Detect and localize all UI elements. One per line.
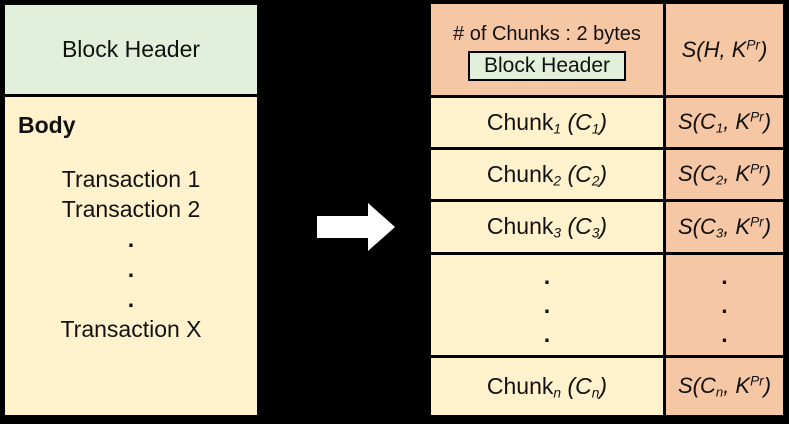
ellipsis-dot: . <box>543 262 551 289</box>
flow-arrow-icon <box>317 203 395 251</box>
ellipsis-dot: . <box>127 226 135 252</box>
ellipsis-cell-signatures: . . . <box>666 255 783 355</box>
ellipsis-dot: . <box>721 262 728 289</box>
chunk-label: Chunkn (Cn) <box>486 372 608 401</box>
block-header-chip-label: Block Header <box>483 54 611 77</box>
chunk-label: Chunk2 (C2) <box>486 160 608 189</box>
signature-text: S(H, KPr) <box>681 36 768 62</box>
ellipsis-dot: . <box>543 320 551 347</box>
signature-cell-3: S(C3, KPr) <box>666 202 783 252</box>
ellipsis-dot: . <box>127 286 135 312</box>
signature-cell-2: S(C2, KPr) <box>666 150 783 199</box>
chunk-label: Chunk3 (C3) <box>486 213 608 241</box>
ellipsis-cell-chunks: . . . <box>431 255 663 355</box>
block-header-chip: Block Header <box>467 51 627 81</box>
chunk-cell-3: Chunk3 (C3) <box>431 202 663 252</box>
transaction-item: Transaction X <box>60 316 202 342</box>
chunk-cell-n: Chunkn (Cn) <box>431 358 663 415</box>
chunk-cell-2: Chunk2 (C2) <box>431 150 663 199</box>
chunk-label: Chunk1 (C1) <box>486 108 608 137</box>
ellipsis-dot: . <box>543 291 551 318</box>
ellipsis-dot: . <box>721 320 728 347</box>
transaction-item: Transaction 1 <box>61 166 201 192</box>
block-body-section: Body Transaction 1 Transaction 2 . . . T… <box>5 97 257 344</box>
block-header-label: Block Header <box>61 36 201 62</box>
transaction-list: Transaction 1 Transaction 2 . . . Transa… <box>5 164 257 344</box>
chunk-cell-1: Chunk1 (C1) <box>431 98 663 147</box>
signature-text: S(C1, KPr) <box>677 109 772 136</box>
chunk-table: # of Chunks : 2 bytes Block Header S(H, … <box>428 1 786 418</box>
signature-cell-1: S(C1, KPr) <box>666 98 783 147</box>
transaction-item: Transaction 2 <box>61 196 201 222</box>
signature-text: S(C2, KPr) <box>677 161 772 188</box>
block-header-section: Block Header <box>5 5 257 97</box>
block-structure: Block Header Body Transaction 1 Transact… <box>2 2 260 418</box>
signature-text: S(Cn, KPr) <box>677 373 772 400</box>
signature-cell-header: S(H, KPr) <box>666 4 783 95</box>
chunk-count-label: # of Chunks : 2 bytes <box>453 23 641 45</box>
signature-text: S(C3, KPr) <box>677 213 772 241</box>
body-title: Body <box>18 112 76 138</box>
chunk-count-cell: # of Chunks : 2 bytes Block Header <box>431 4 663 95</box>
ellipsis-dot: . <box>721 291 728 318</box>
signature-cell-n: S(Cn, KPr) <box>666 358 783 415</box>
ellipsis-dot: . <box>127 256 135 282</box>
